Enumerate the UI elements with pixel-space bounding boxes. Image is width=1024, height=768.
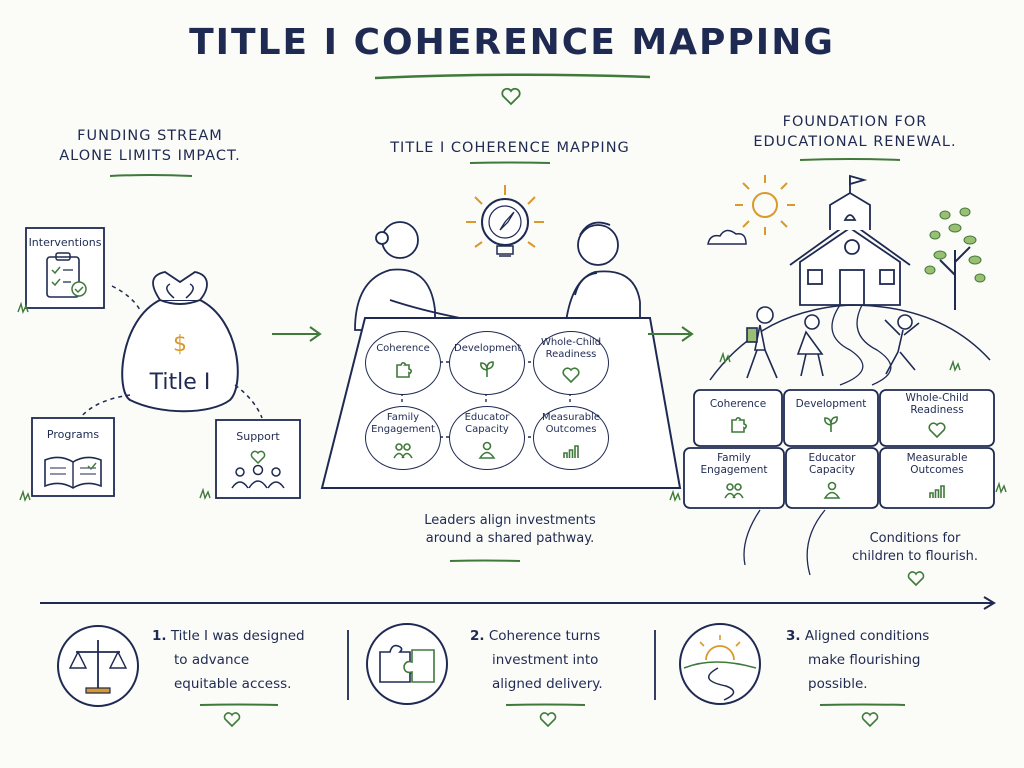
middle-subcaption: Leaders align investments around a share… bbox=[424, 513, 596, 546]
strategy-node: Development bbox=[449, 331, 525, 395]
bar-chart-icon bbox=[563, 445, 579, 458]
programs-label: Programs bbox=[46, 428, 100, 441]
puzzle-icon bbox=[366, 623, 448, 705]
footer-point-2: 2. Coherence turns investment into align… bbox=[470, 628, 603, 692]
strategy-node-label: Coherence bbox=[376, 343, 430, 354]
middle-caption: TITLE I COHERENCE MAPPING bbox=[390, 140, 630, 156]
strategy-node: Coherence bbox=[365, 331, 441, 395]
money-bag-icon bbox=[121, 271, 239, 413]
scales-icon bbox=[57, 625, 139, 707]
page-title: TITLE I COHERENCE MAPPING bbox=[189, 22, 835, 63]
sprout-icon bbox=[480, 361, 494, 377]
woman-figure bbox=[354, 221, 461, 331]
foundation-block-label: Coherence bbox=[709, 398, 767, 410]
children-figures bbox=[746, 306, 920, 379]
heart-icon bbox=[861, 712, 879, 728]
strategy-node: Family Engagement bbox=[365, 406, 441, 470]
foundation-block: Educator Capacity bbox=[786, 448, 878, 508]
strategy-node: Educator Capacity bbox=[449, 406, 525, 470]
puzzle-icon bbox=[731, 416, 748, 433]
heart-icon bbox=[562, 367, 580, 384]
foundation-block-label: Measurable Outcomes bbox=[906, 452, 968, 476]
heart-icon bbox=[223, 712, 241, 728]
person-icon bbox=[478, 441, 496, 459]
arrow-right-icon bbox=[648, 326, 694, 342]
schoolhouse-icon bbox=[789, 174, 911, 306]
people-icon bbox=[724, 483, 744, 499]
interventions-label: Interventions bbox=[28, 236, 102, 249]
strategy-node-label: Development bbox=[454, 343, 522, 354]
sprout-icon bbox=[824, 416, 838, 432]
dollar-sign: $ bbox=[173, 332, 187, 357]
interventions-card bbox=[25, 227, 105, 309]
people-icon bbox=[393, 443, 413, 459]
foundation-block: Coherence bbox=[694, 390, 782, 446]
heart-icon bbox=[907, 571, 925, 587]
heart-icon bbox=[250, 450, 266, 465]
strategy-node: Whole-Child Readiness bbox=[533, 331, 609, 395]
cloud-icon bbox=[707, 229, 747, 245]
strategy-node-label: Family Engagement bbox=[371, 412, 435, 435]
left-caption: FUNDING STREAM ALONE LIMITS IMPACT. bbox=[59, 128, 241, 164]
right-subcaption: Conditions for children to flourish. bbox=[852, 531, 978, 564]
right-caption: FOUNDATION FOR EDUCATIONAL RENEWAL. bbox=[753, 114, 957, 150]
strategy-node-label: Whole-Child Readiness bbox=[540, 337, 602, 360]
sun-icon bbox=[735, 175, 795, 235]
foundation-block: Whole-Child Readiness bbox=[880, 390, 994, 446]
bag-label: Title I bbox=[149, 370, 211, 395]
tree-icon bbox=[924, 207, 986, 310]
clipboard-icon bbox=[46, 252, 87, 298]
foundation-block: Family Engagement bbox=[684, 448, 784, 508]
puzzle-icon bbox=[396, 361, 413, 378]
heart-icon bbox=[928, 422, 946, 439]
person-icon bbox=[823, 481, 841, 499]
man-figure bbox=[564, 221, 641, 331]
support-label: Support bbox=[236, 430, 280, 443]
arrow-right-icon bbox=[272, 326, 322, 342]
lightbulb-compass-icon bbox=[466, 185, 544, 257]
open-book-icon bbox=[44, 456, 102, 489]
foundation-block-label: Educator Capacity bbox=[808, 452, 856, 476]
foundation-blocks bbox=[683, 389, 995, 509]
foundation-block-label: Development bbox=[795, 398, 867, 410]
support-card bbox=[215, 419, 301, 499]
programs-card bbox=[31, 417, 115, 497]
footer-point-1: 1. Title I was designed to advance equit… bbox=[152, 628, 305, 692]
group-people-icon bbox=[231, 464, 285, 489]
heart-icon bbox=[539, 712, 557, 728]
strategy-node-label: Educator Capacity bbox=[464, 412, 510, 435]
bar-chart-icon bbox=[929, 485, 945, 498]
strategy-node-label: Measurable Outcomes bbox=[542, 412, 600, 435]
foundation-block: Measurable Outcomes bbox=[880, 448, 994, 508]
strategy-node: Measurable Outcomes bbox=[533, 406, 609, 470]
sunrise-path-icon bbox=[679, 623, 761, 705]
footer-point-3: 3. Aligned conditions make flourishing p… bbox=[786, 628, 930, 692]
foundation-block: Development bbox=[784, 390, 878, 446]
foundation-block-label: Family Engagement bbox=[700, 452, 768, 476]
heart-icon bbox=[501, 87, 521, 106]
foundation-block-label: Whole-Child Readiness bbox=[905, 392, 969, 416]
